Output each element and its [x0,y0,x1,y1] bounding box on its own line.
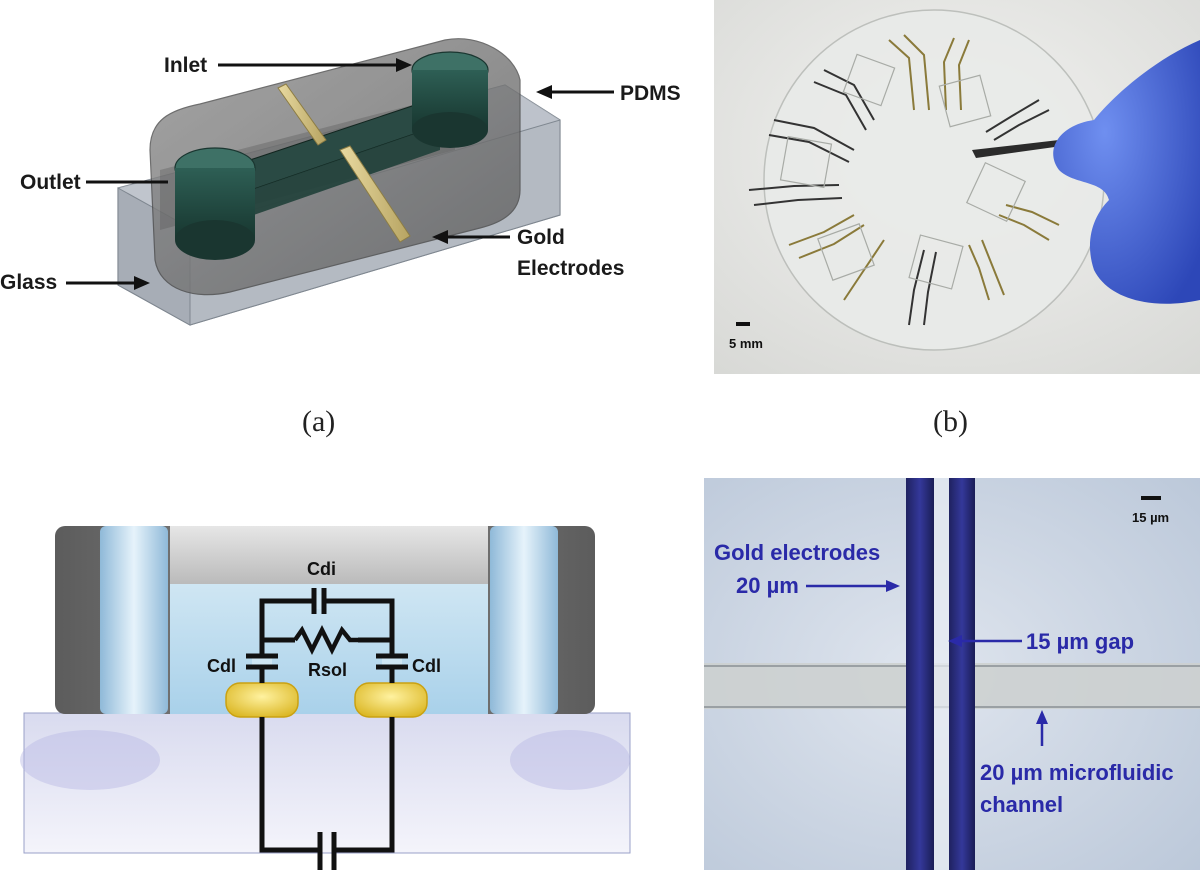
scale-bar-b [736,322,750,326]
chip-3d-illustration: Inlet PDMS Outlet Gold Electrodes Glass [0,38,681,326]
capacitor-external [317,832,337,870]
label-gap: 15 µm gap [1026,629,1134,654]
scale-bar-d [1141,496,1161,500]
label-pdms: PDMS [620,82,681,105]
label-cdl-right: Cdl [412,656,441,676]
gold-electrode-front [339,145,411,243]
scale-label-d: 15 µm [1132,510,1169,525]
label-gold-line2: Electrodes [517,257,624,280]
arrow-inlet [396,58,412,72]
label-channel-line2: channel [980,792,1063,817]
panel-a-chip-schematic: Inlet PDMS Outlet Gold Electrodes Glass [0,0,690,380]
arrow-pdms [536,85,552,99]
arrow-gap [948,635,962,647]
resistor-rsol [293,624,358,656]
gold-electrode-back [277,83,327,146]
electrode-left [906,478,934,870]
panel-c-circuit-model: Cdi Cdl Rsol Cdl [0,480,660,870]
blue-glove [1053,40,1200,304]
outlet-well [174,147,256,260]
micrograph-illustration: 15 µm Gold electrodes 20 µm 15 µm gap 20… [704,478,1200,870]
gold-pad-left [225,682,299,718]
label-channel-line1: 20 µm microfluidic [980,760,1174,785]
label-gold-width: 20 µm [736,573,799,598]
circuit-wiring [259,598,395,853]
pdms-chips [779,53,1027,290]
scale-label-b: 5 mm [729,336,763,351]
electrode-traces [748,34,1060,326]
arrow-gold [432,230,448,244]
wafer-photo-illustration: 5 mm [714,0,1200,374]
label-rsol: Rsol [308,660,347,680]
gold-pad-right [354,682,428,718]
label-glass: Glass [0,271,57,294]
pillar-right [490,526,558,714]
equivalent-circuit-illustration: Cdi Cdl Rsol Cdl [20,526,631,870]
sublabel-b: (b) [933,405,968,438]
label-outlet: Outlet [20,171,81,194]
label-cdl-left: Cdl [207,656,236,676]
capacitor-cdi [311,588,327,614]
pillar-left [100,526,168,714]
tweezers [972,140,1062,158]
glass-substrate [23,712,631,854]
capacitor-cdl-left [246,653,278,670]
electrode-right [949,478,975,870]
arrow-gold-electrodes [886,580,900,592]
inlet-well [411,51,489,148]
sublabel-a: (a) [302,405,336,438]
arrow-glass [134,276,150,290]
glass-wafer [763,9,1105,351]
label-gold-electrodes: Gold electrodes [714,540,880,565]
panel-b-wafer-photo: 5 mm [714,0,1200,374]
label-gold-line1: Gold [517,226,565,249]
capacitor-cdl-right [376,653,408,670]
panel-d-micrograph: 15 µm Gold electrodes 20 µm 15 µm gap 20… [704,478,1200,870]
label-inlet: Inlet [164,54,207,77]
arrow-channel [1036,710,1048,724]
label-cdi: Cdi [307,559,336,579]
